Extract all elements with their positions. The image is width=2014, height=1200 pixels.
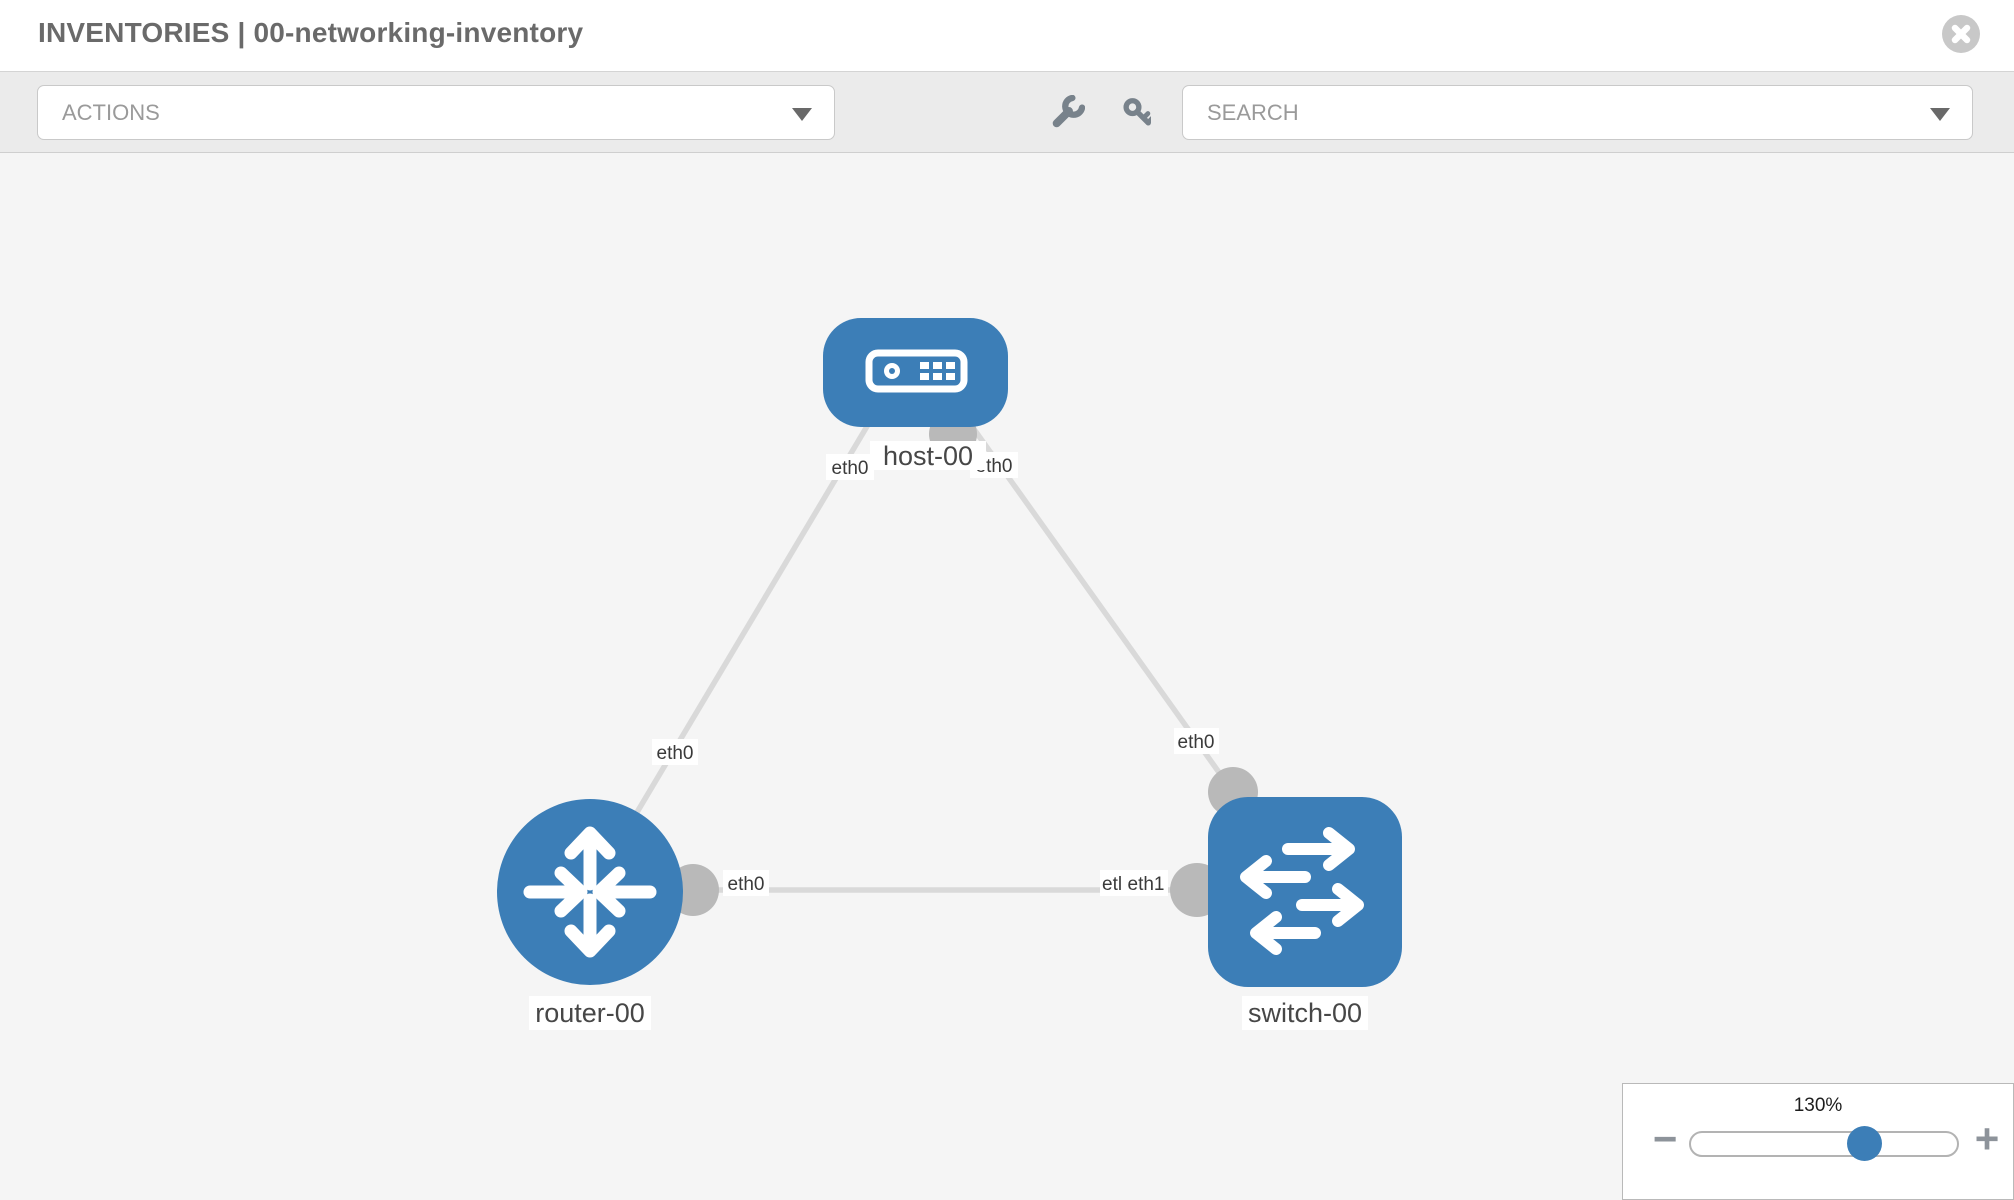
- router-icon: [523, 826, 657, 958]
- titlebar: INVENTORIES | 00-networking-inventory: [0, 0, 2014, 71]
- node-label-router: router-00: [535, 998, 645, 1028]
- toolbar: ACTIONS SEARCH: [0, 71, 2014, 153]
- label-bg: [723, 870, 769, 896]
- interface-label: eth0: [728, 874, 765, 895]
- zoom-out-button[interactable]: −: [1643, 1114, 1687, 1164]
- interface-label: eth0: [657, 743, 694, 764]
- zoom-in-button[interactable]: +: [1965, 1114, 2009, 1164]
- topology-canvas[interactable]: eth0 eth0 eth0 eth0 eth0 etl eth1 host-0…: [0, 153, 2014, 1200]
- interface-label: eth0: [1178, 732, 1215, 753]
- zoom-slider-track[interactable]: [1689, 1126, 1959, 1161]
- wrench-icon[interactable]: [1047, 94, 1086, 138]
- actions-dropdown-label: ACTIONS: [62, 100, 160, 125]
- node-host[interactable]: [823, 318, 1008, 427]
- node-switch[interactable]: [1208, 797, 1402, 987]
- label-bg: [529, 996, 651, 1030]
- switch-icon: [1240, 827, 1364, 955]
- label-bg: [870, 441, 986, 470]
- chevron-down-icon: [1930, 108, 1950, 121]
- page-title: INVENTORIES | 00-networking-inventory: [38, 17, 584, 48]
- search-dropdown-label: SEARCH: [1207, 100, 1299, 125]
- node-label-switch: switch-00: [1248, 998, 1362, 1028]
- label-bg: [1124, 870, 1168, 896]
- interface-label-clipped: etl: [1102, 874, 1122, 895]
- zoom-panel: 130% − +: [1622, 1083, 2014, 1200]
- close-button[interactable]: [1942, 15, 1980, 53]
- port-group: [667, 410, 1258, 917]
- search-dropdown[interactable]: SEARCH: [1182, 85, 1973, 140]
- close-icon: [1951, 24, 1971, 44]
- host-icon: [865, 349, 968, 393]
- interface-labels: eth0 eth0 eth0 eth0 eth0 etl eth1: [652, 452, 1219, 896]
- label-bg: [1242, 996, 1368, 1030]
- interface-label: eth0: [832, 458, 869, 479]
- zoom-slider-thumb[interactable]: [1847, 1126, 1882, 1161]
- node-labels: host-00 router-00 switch-00: [529, 441, 1368, 1030]
- label-bg: [1174, 728, 1219, 754]
- chevron-down-icon: [792, 108, 812, 121]
- node-label-host: host-00: [883, 441, 973, 471]
- link-group: [627, 416, 1236, 893]
- label-bg: [826, 454, 874, 480]
- label-bg: [1100, 870, 1125, 896]
- interface-label: eth1: [1128, 874, 1165, 895]
- actions-dropdown[interactable]: ACTIONS: [37, 85, 835, 140]
- label-bg: [652, 739, 698, 765]
- key-icon[interactable]: [1117, 98, 1155, 137]
- node-router[interactable]: [497, 799, 683, 985]
- zoom-level: 130%: [1793, 1095, 1843, 1116]
